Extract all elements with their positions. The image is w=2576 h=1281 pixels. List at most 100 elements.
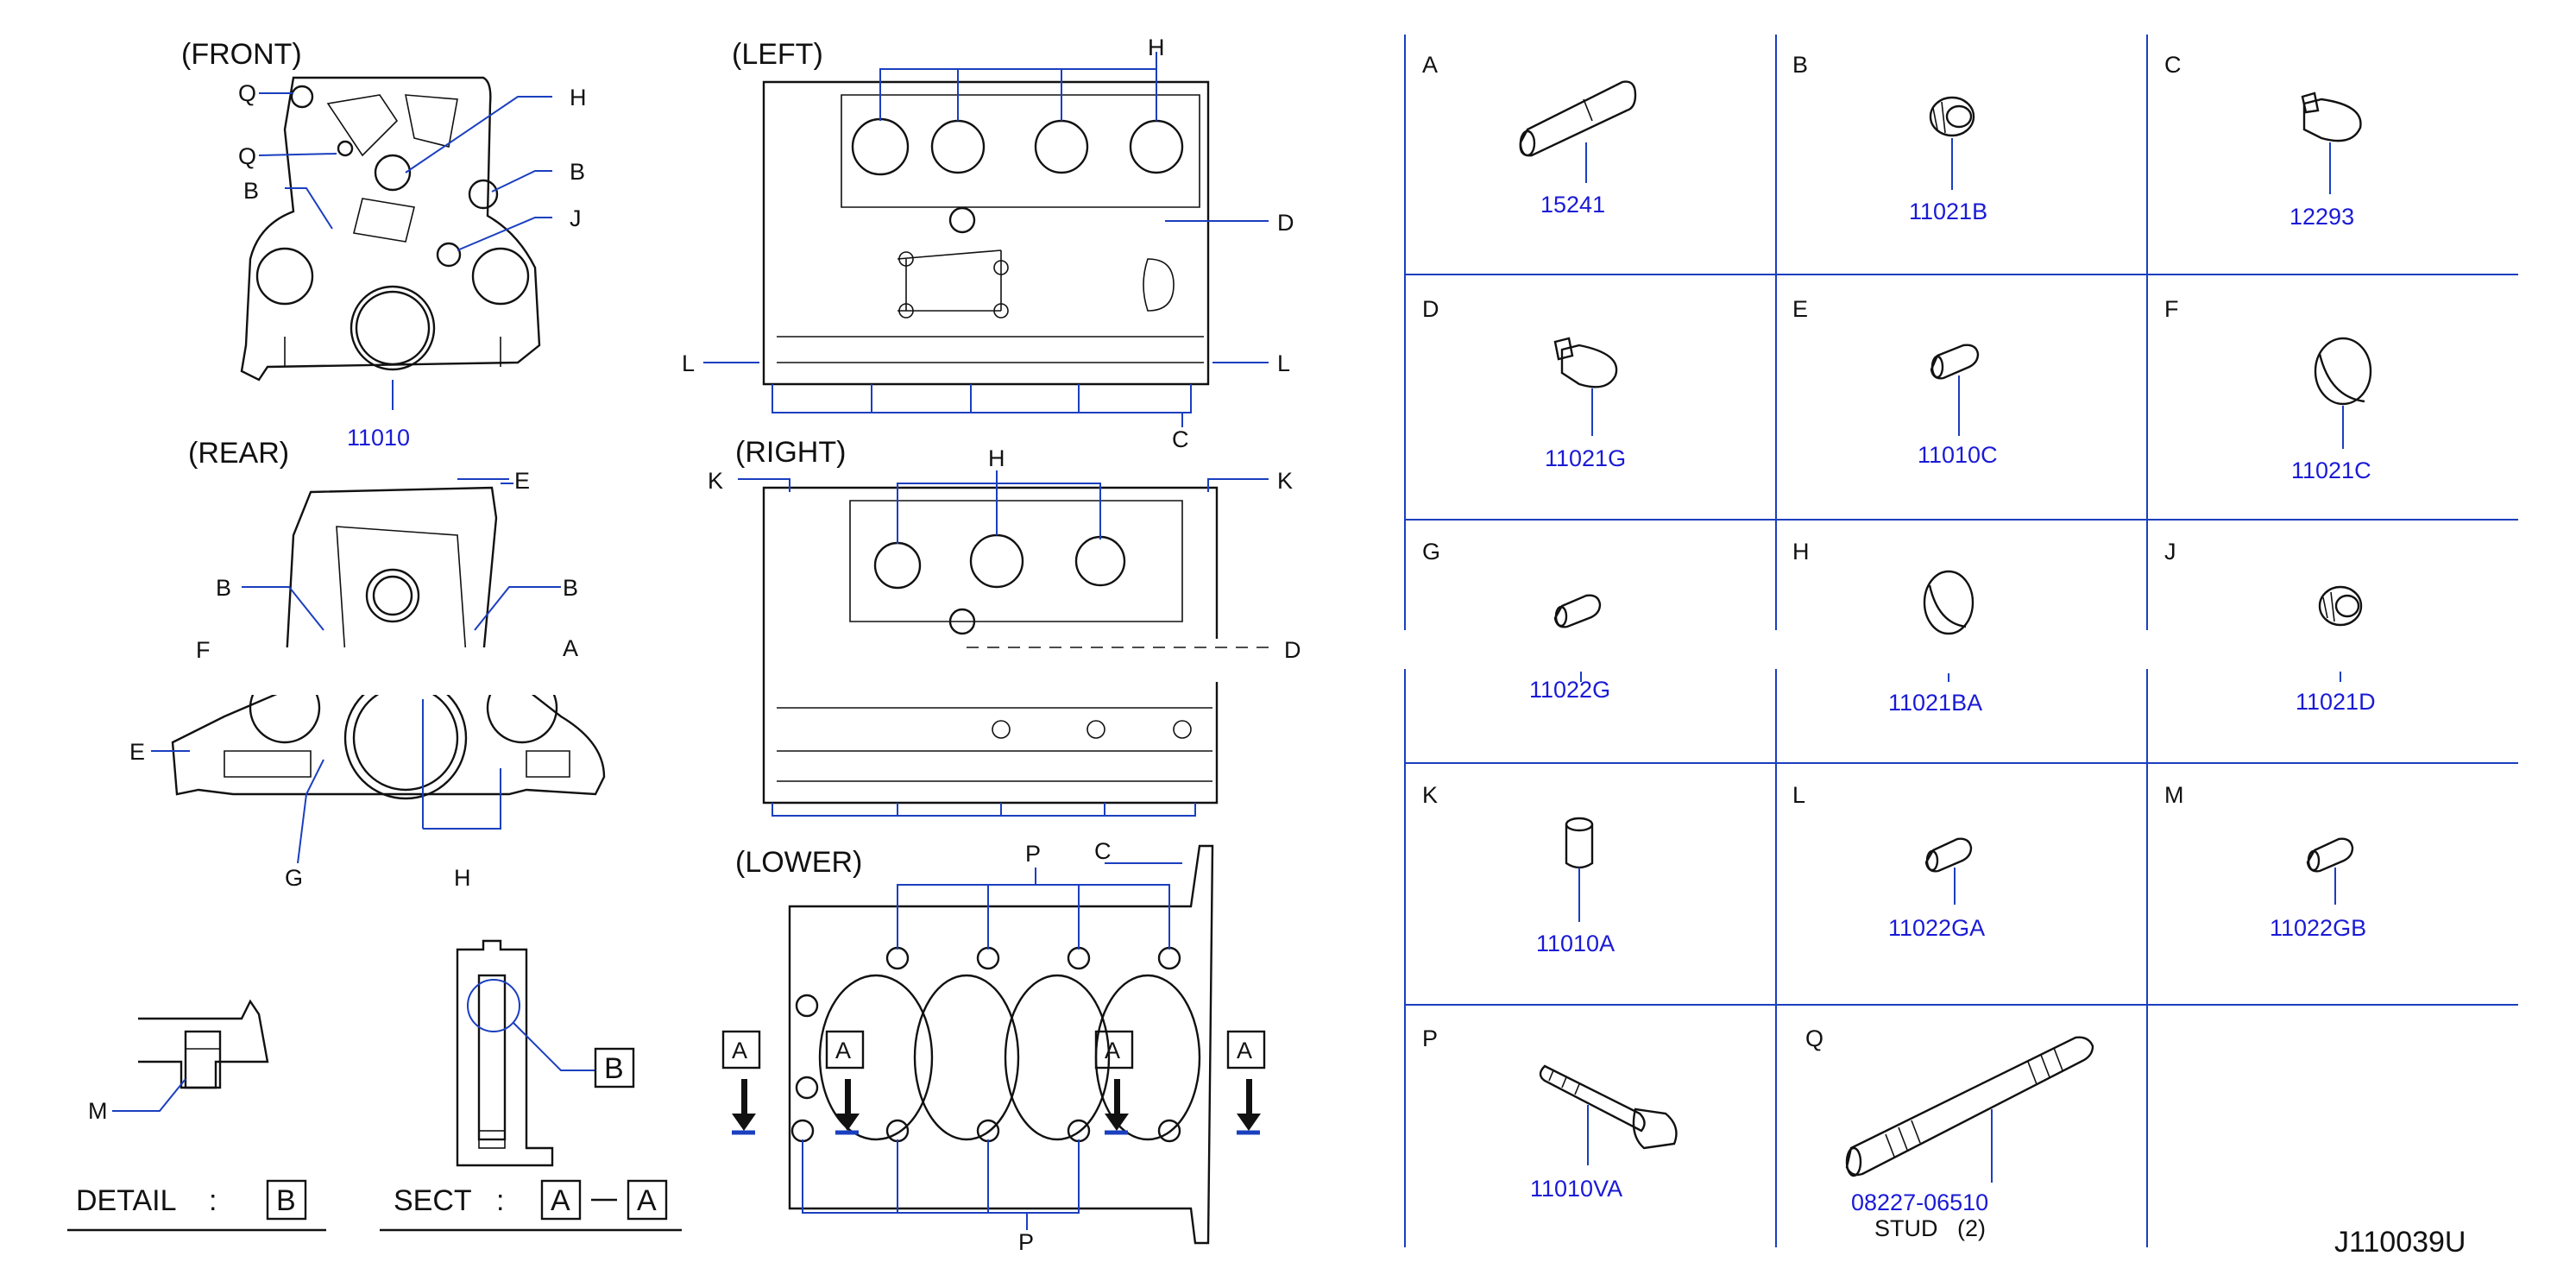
stud-icon [1845, 1036, 2094, 1177]
right-callout-h: H [988, 445, 1005, 471]
bolt-plug-icon [2302, 98, 2362, 142]
rear-view: (REAR) E B B F A E G H [129, 437, 606, 891]
front-callout-q2: Q [238, 143, 256, 169]
sect-title: SECT [394, 1184, 472, 1217]
part-number-h: 11021BA [1888, 690, 1982, 716]
part-letter-k: K [1422, 782, 1438, 808]
left-callout-h: H [1148, 35, 1165, 60]
rear-callout-h: H [454, 865, 471, 891]
front-callout-q1: Q [238, 80, 256, 106]
front-part-number: 11010 [347, 425, 410, 451]
right-view: (RIGHT) K K H D [708, 436, 1301, 817]
detail-colon: : [209, 1184, 217, 1217]
part-number-l: 11022GA [1888, 915, 1985, 941]
part-letter-a: A [1422, 52, 1438, 78]
lower-section-a3: A [1105, 1038, 1120, 1063]
left-callout-l2: L [1277, 350, 1290, 376]
lower-section-a2: A [835, 1038, 851, 1063]
lower-callout-c: C [1094, 838, 1112, 864]
front-callout-j: J [570, 205, 582, 231]
dowel-m-icon [2306, 837, 2354, 873]
part-number-j: 11021D [2296, 689, 2376, 715]
front-block-outline [240, 76, 541, 382]
lower-section-a1: A [732, 1038, 747, 1063]
rear-crank-bore [352, 685, 459, 792]
part-letter-m: M [2164, 782, 2184, 808]
rear-callout-b1: B [216, 575, 231, 601]
part-cell-q: Q 08227-06510 STUD (2) [1805, 1025, 2094, 1241]
part-letter-j: J [2164, 539, 2176, 565]
rear-callout-b2: B [563, 575, 578, 601]
plug-icon [1929, 96, 1975, 137]
part-number-c: 12293 [2289, 204, 2354, 230]
lower-view-title: (LOWER) [735, 846, 862, 879]
part-letter-e: E [1792, 296, 1808, 322]
right-callout-k2: K [1277, 468, 1293, 494]
detail-callout-m: M [88, 1098, 108, 1124]
right-view-title: (RIGHT) [735, 436, 846, 469]
lower-block-outline [788, 844, 1214, 1245]
part-note-q: STUD [1874, 1215, 1938, 1241]
part-cell-h: H 11021BA [1792, 539, 1982, 716]
detail-title: DETAIL [76, 1184, 177, 1217]
part-letter-d: D [1422, 296, 1439, 322]
part-number-q: 08227-06510 [1851, 1190, 1988, 1215]
diagram-code: J110039U [2334, 1226, 2466, 1259]
part-number-k: 11010A [1536, 931, 1615, 956]
rear-callout-f: F [196, 637, 211, 663]
part-qty-q: (2) [1957, 1215, 1986, 1241]
parts-table-grid [1394, 35, 2524, 1247]
part-cell-m: M 11022GB [2164, 782, 2366, 941]
part-cell-g: G 11022G [1422, 539, 1610, 703]
cup-plug-icon [2314, 337, 2372, 406]
left-callout-c: C [1172, 426, 1189, 452]
part-number-e: 11010C [1918, 442, 1998, 468]
part-number-d: 11021G [1545, 445, 1626, 471]
lower-view: (LOWER) A A A A P [721, 838, 1266, 1255]
part-cell-c: C 12293 [2164, 52, 2362, 230]
front-bore-left [255, 247, 314, 306]
front-view: (FRONT) Q Q B H B J 11010 [181, 38, 587, 451]
bolt-icon [1539, 1064, 1646, 1133]
part-cell-p: P 11010VA [1422, 1025, 1678, 1202]
sect-callout-b: B [604, 1052, 624, 1085]
detail-b-view: M DETAIL : B [67, 999, 326, 1232]
rear-callout-g: G [285, 865, 303, 891]
rear-callout-e2: E [129, 739, 145, 765]
part-cell-b: B 11021B [1792, 52, 1987, 224]
part-number-b: 11021B [1909, 199, 1987, 224]
drain-plug-icon [1560, 344, 1618, 388]
dowel-icon [1930, 344, 1980, 380]
sect-colon: : [496, 1184, 504, 1217]
part-cell-a: A 15241 [1422, 52, 1637, 218]
front-bore-right [471, 247, 530, 306]
left-view: (LEFT) H D L L C [682, 35, 1294, 452]
lower-section-a4: A [1237, 1038, 1252, 1063]
rear-callout-e: E [514, 468, 530, 494]
part-letter-c: C [2164, 52, 2182, 78]
sect-ref-1: A [551, 1184, 570, 1217]
part-letter-p: P [1422, 1025, 1438, 1051]
right-callout-k1: K [708, 468, 723, 494]
part-cell-e: E 11010C [1792, 296, 1998, 468]
right-callout-d: D [1284, 637, 1301, 663]
left-block-outline [762, 80, 1210, 386]
part-cell-l: L 11022GA [1792, 782, 1985, 941]
dowel-l-icon [1924, 837, 1973, 873]
part-cell-d: D 11021G [1422, 296, 1626, 471]
rear-block-outline [171, 486, 606, 796]
lower-callout-p2: P [1018, 1229, 1034, 1255]
part-number-p: 11010VA [1530, 1176, 1622, 1202]
part-cell-k: K 11010A [1422, 782, 1615, 956]
front-callout-b: B [243, 178, 259, 204]
front-callout-b2: B [570, 159, 585, 185]
part-letter-g: G [1422, 539, 1440, 565]
dowel-pin-icon [1519, 80, 1637, 157]
sect-ref-2: A [637, 1184, 657, 1217]
plug-j-icon [2318, 585, 2363, 627]
lower-callout-p1: P [1025, 841, 1041, 867]
part-number-g: 11022G [1529, 677, 1610, 703]
cup-plug-h-icon [1923, 570, 1975, 635]
